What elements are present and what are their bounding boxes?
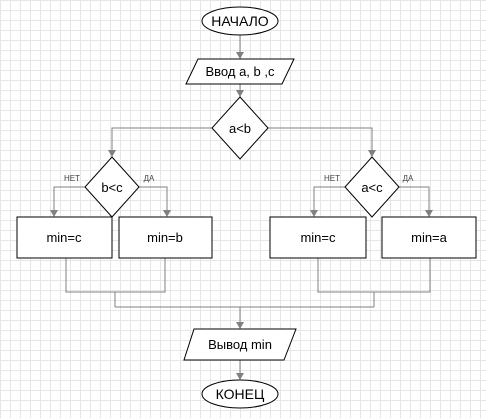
process-box-left-left: min=c [16,216,113,259]
connector-arrowheads [50,52,433,380]
decision-main: a<b [211,96,269,160]
input-block: Ввод a, b ,c [185,58,295,85]
decision-right-yes-label: ДА [403,174,414,183]
process-box-left-left-label: min=c [46,230,82,245]
decision-right: a<c НЕТ ДА [324,156,414,218]
output-label: Вывод min [208,337,272,352]
connector-lines [53,35,431,373]
input-label: Ввод a, b ,c [206,64,275,79]
process-box-right-right-label: min=a [411,230,448,245]
process-box-right-left: min=c [269,216,367,259]
process-box-left-right-label: min=b [147,230,183,245]
decision-left-label: b<c [101,180,123,195]
decision-left: b<c НЕТ ДА [64,156,155,218]
process-box-right-right: min=a [381,216,477,259]
end-terminator: КОНЕЦ [201,379,279,409]
process-box-right-left-label: min=c [300,230,336,245]
end-label: КОНЕЦ [216,386,265,402]
decision-left-no-label: НЕТ [64,174,80,183]
decision-left-yes-label: ДА [144,174,155,183]
process-box-left-right: min=b [118,216,213,259]
decision-right-no-label: НЕТ [324,174,340,183]
start-label: НАЧАЛО [211,13,269,29]
decision-right-label: a<c [361,180,383,195]
start-terminator: НАЧАЛО [201,6,279,36]
decision-main-label: a<b [229,121,251,136]
output-block: Вывод min [183,328,297,361]
